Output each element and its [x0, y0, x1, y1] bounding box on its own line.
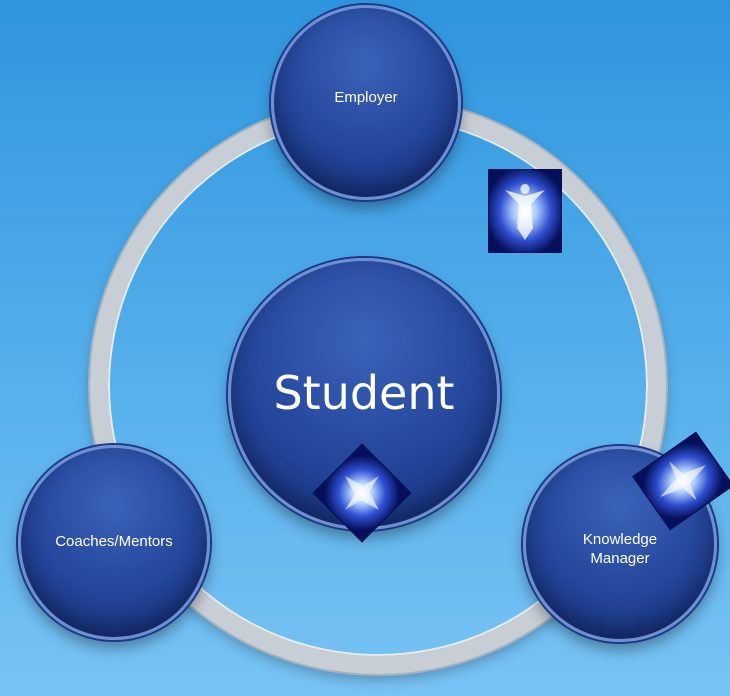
glowing-burst-image	[312, 443, 412, 543]
coaches-mentors-node: Coaches/Mentors	[18, 445, 210, 640]
glowing-figure-image	[488, 169, 562, 253]
coaches-mentors-label: Coaches/Mentors	[55, 533, 173, 551]
glowing-burst-image	[632, 431, 730, 531]
employer-label: Employer	[334, 89, 398, 107]
employer-node: Employer	[271, 5, 461, 200]
knowledge-manager-label: Knowledge Manager	[582, 531, 658, 567]
student-label: Student	[273, 366, 455, 421]
